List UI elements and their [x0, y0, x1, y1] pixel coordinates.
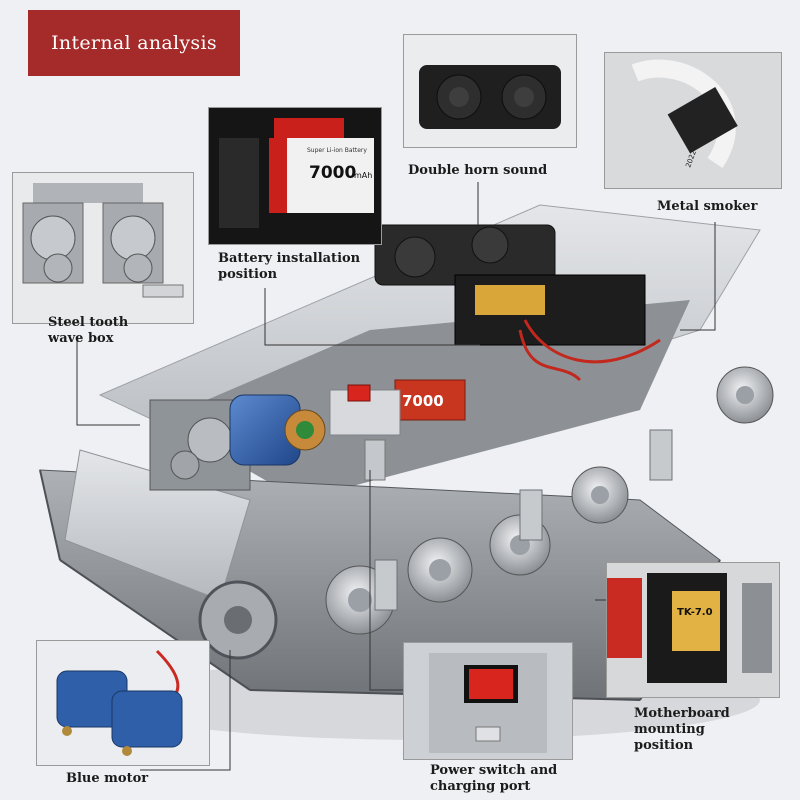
board-label-text: TK-7.0 [677, 607, 713, 618]
chassis-speaker [374, 224, 556, 286]
inset-speaker [403, 34, 577, 148]
callout-metal-smoker: Metal smoker [657, 199, 758, 214]
leader-lines [76, 182, 716, 771]
callout-power-switch: Power switch and charging port [430, 763, 558, 794]
battery-brand-text: Super Li-ion Battery [307, 147, 367, 154]
inset-smoker: 2022-10-09 [604, 52, 782, 189]
chassis-control-box [454, 274, 646, 346]
callout-battery-installation: Battery installation position [218, 251, 361, 282]
chassis-battery-capacity: 7000 [402, 392, 444, 410]
chassis-battery: 7000 [394, 379, 466, 421]
inset-battery: Super Li-ion Battery 7000 mAh [208, 107, 382, 245]
callout-blue-motor: Blue motor [66, 771, 149, 786]
road-wheels [325, 366, 774, 635]
callout-steel-tooth-wave-box: Steel tooth wave box [48, 315, 129, 346]
callout-motherboard: Motherboard mounting position [634, 706, 730, 753]
battery-unit-text: mAh [354, 171, 372, 180]
chassis-blue-motor [229, 394, 326, 466]
battery-capacity-text: 7000 [309, 163, 356, 183]
callout-double-horn-sound: Double horn sound [408, 163, 548, 178]
suspension-brackets [374, 429, 673, 611]
inset-blue-motor [36, 640, 210, 766]
wiring [523, 319, 661, 364]
inset-motherboard: TK-7.0 [606, 562, 780, 698]
title-banner: Internal analysis [28, 10, 240, 76]
chassis-gearbox [149, 399, 251, 491]
inset-power-switch [403, 642, 573, 760]
inset-gearbox [12, 172, 194, 324]
